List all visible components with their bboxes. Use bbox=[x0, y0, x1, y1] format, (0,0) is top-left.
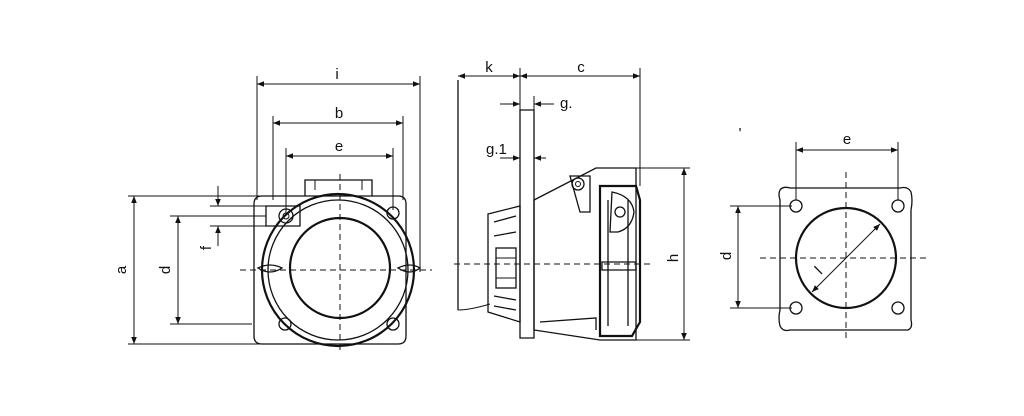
front-dimensions bbox=[128, 76, 421, 345]
label-b: b bbox=[335, 105, 343, 122]
front-view bbox=[240, 174, 432, 350]
label-f: f bbox=[198, 245, 215, 250]
cutout-dimensions bbox=[730, 142, 899, 309]
label-a: a bbox=[113, 265, 130, 274]
label-d-front: d bbox=[157, 266, 174, 274]
label-h: h bbox=[665, 254, 682, 262]
label-e-front: e bbox=[335, 138, 343, 155]
label-cut-mark: ' bbox=[739, 125, 742, 142]
side-dimensions bbox=[458, 68, 690, 341]
side-view bbox=[454, 80, 650, 341]
dimension-labels: i b e a d f k c g. g.1 h ' e d l bbox=[113, 59, 851, 278]
label-e-cutout: e bbox=[843, 131, 851, 148]
label-k: k bbox=[485, 59, 493, 76]
panel-cutout bbox=[760, 172, 930, 342]
label-c: c bbox=[577, 59, 585, 76]
label-i: i bbox=[335, 66, 338, 83]
label-g1: g.1 bbox=[486, 141, 507, 158]
label-g: g. bbox=[560, 95, 573, 112]
label-d-cutout: d bbox=[718, 252, 735, 260]
label-l: l bbox=[812, 264, 826, 278]
